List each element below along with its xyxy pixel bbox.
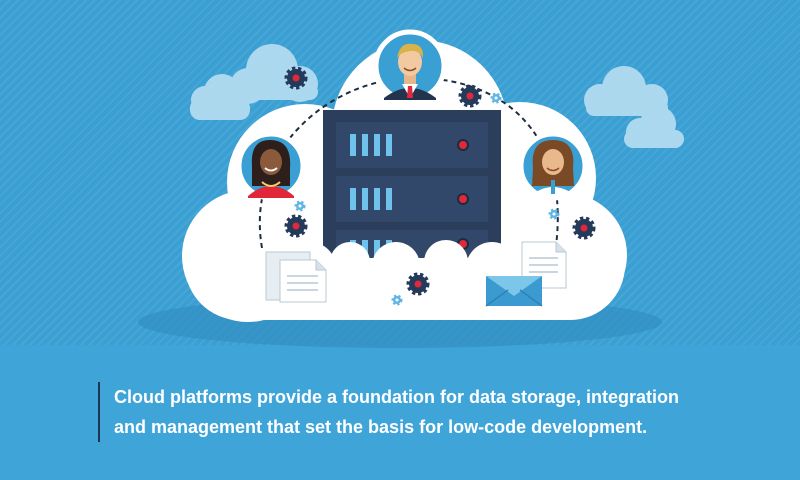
server-rack-icon [323,110,501,258]
gear-icon [294,200,306,212]
gear-icon [490,92,502,104]
gear-icon [284,214,308,238]
gear-icon [458,84,482,108]
user-avatar-icon [373,29,447,103]
gear-icon [284,66,308,90]
caption-band [0,345,800,480]
gear-icon [391,294,403,306]
user-avatar-icon [518,131,588,201]
document-icon [265,251,327,303]
caption-line-1: Cloud platforms provide a foundation for… [114,387,680,407]
gear-icon [406,272,430,296]
gear-icon [548,208,560,220]
caption-text-block: Cloud platforms provide a foundation for… [98,382,754,442]
background-cloud-left-icon [190,44,318,120]
caption-line-2: and management that set the basis for lo… [114,417,648,437]
background-cloud-right-icon [584,66,684,148]
envelope-icon [485,276,543,307]
user-avatar-icon [236,131,306,201]
gear-icon [572,216,596,240]
